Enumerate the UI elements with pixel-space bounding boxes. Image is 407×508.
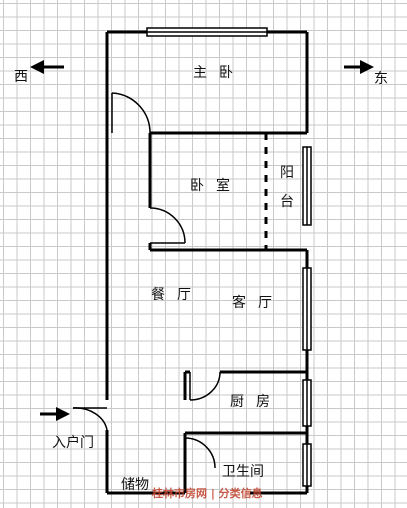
room-label-bedroom: 卧室 <box>190 178 242 194</box>
door-entrance-swing <box>72 407 108 431</box>
door-kitchen-swing <box>189 371 221 401</box>
west-label: 西 <box>14 69 28 85</box>
room-label-kitchen: 厨房 <box>230 394 282 410</box>
entrance-label: 入户门 <box>52 435 94 451</box>
east-arrow <box>344 60 374 74</box>
door-bedroom-swing <box>149 207 186 244</box>
room-label-master-bedroom: 主卧 <box>193 65 245 81</box>
door-master-bedroom-swing <box>111 92 151 134</box>
room-label-dining: 餐厅 <box>151 287 203 303</box>
room-label-balcony-top: 阳 <box>280 165 294 181</box>
west-arrow <box>30 60 64 74</box>
room-label-balcony-bottom: 台 <box>280 194 294 210</box>
watermark-text: 桂林市房网 | 分类信息 <box>152 487 263 500</box>
east-label: 东 <box>374 71 388 87</box>
doors <box>72 92 221 493</box>
room-label-storage: 储物 <box>121 477 149 493</box>
room-label-bathroom: 卫生间 <box>222 464 264 480</box>
outer-walls <box>105 30 309 495</box>
door-bathroom-swing <box>184 437 216 469</box>
entrance-arrow <box>40 407 70 421</box>
room-label-living: 客厅 <box>232 295 284 311</box>
windows <box>146 27 312 487</box>
